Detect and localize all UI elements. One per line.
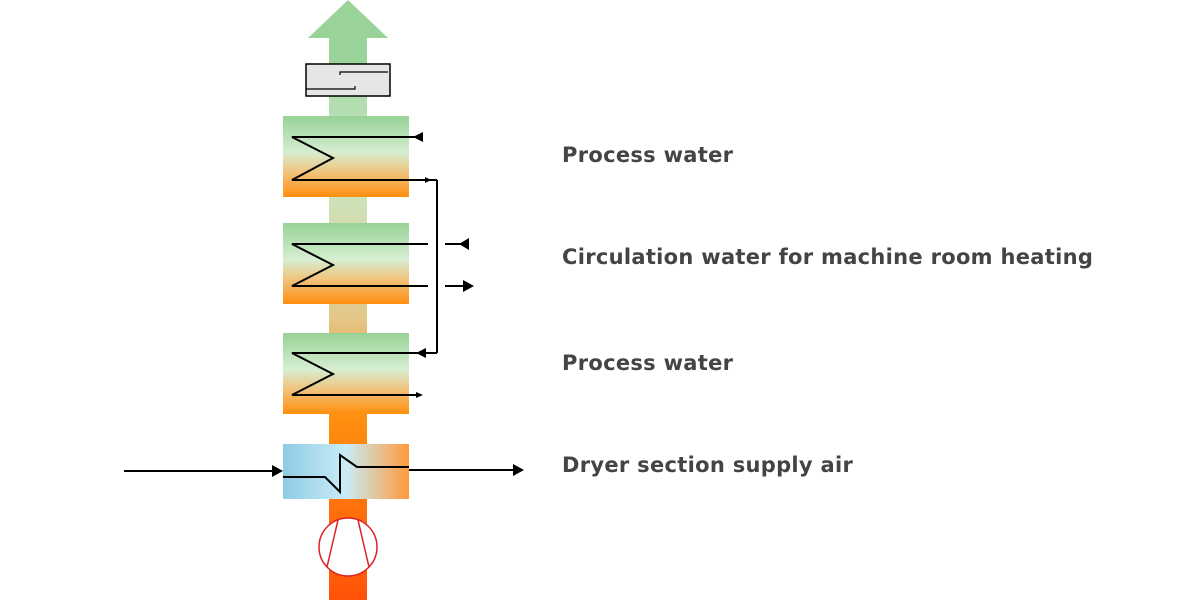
supply-air-out-arrow-icon — [513, 464, 524, 476]
heat-exchanger-2 — [283, 223, 428, 304]
label-circulation-water: Circulation water for machine room heati… — [562, 245, 1094, 269]
circulation-inlet-arrow-icon — [459, 238, 469, 250]
supply-air-heat-exchanger — [124, 444, 524, 499]
outlet-arrow-icon — [425, 177, 431, 183]
inlet-arrow-icon — [416, 348, 426, 358]
circulation-water-connections — [445, 238, 474, 292]
heat-exchanger-1 — [283, 116, 437, 197]
supply-air-in-arrow-icon — [272, 465, 283, 477]
circulation-outlet-arrow-icon — [463, 280, 474, 292]
heat-exchanger-3 — [283, 333, 437, 414]
compressor-icon — [318, 517, 378, 577]
label-dryer-supply-air: Dryer section supply air — [562, 453, 854, 477]
air-duct — [329, 30, 367, 600]
exhaust-arrow-icon — [308, 0, 388, 64]
label-process-water-bottom: Process water — [562, 351, 734, 375]
outlet-arrow-icon — [416, 392, 423, 398]
label-process-water-top: Process water — [562, 143, 734, 167]
inlet-arrow-icon — [413, 132, 423, 142]
filter-element — [305, 63, 391, 97]
